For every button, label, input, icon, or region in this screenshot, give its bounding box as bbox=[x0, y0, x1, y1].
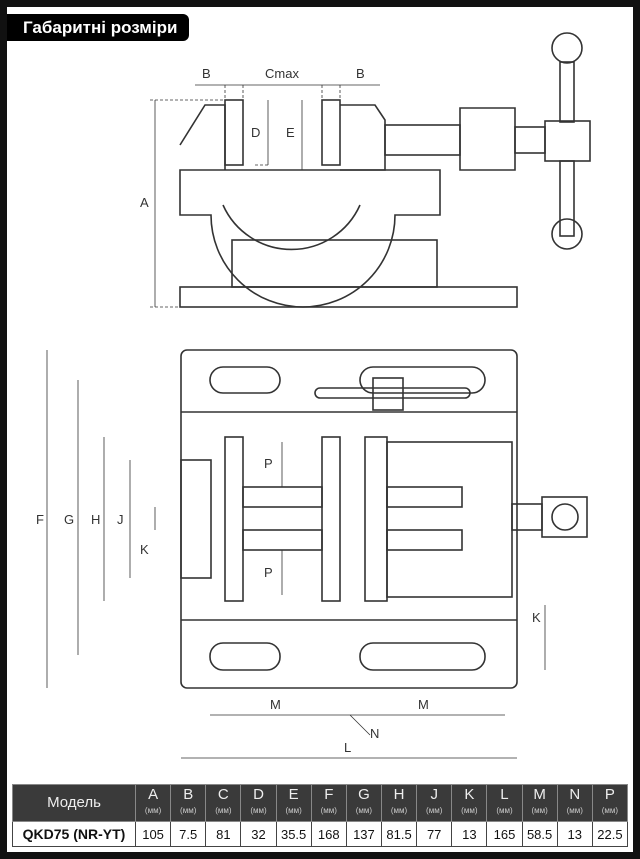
value-cell-j: 77 bbox=[416, 821, 453, 847]
column-header-l: L (мм) bbox=[486, 784, 523, 822]
value-cell-a: 105 bbox=[134, 821, 172, 847]
value-cell-c: 81 bbox=[205, 821, 242, 847]
column-letter: N bbox=[569, 786, 581, 803]
column-header-h: H (мм) bbox=[380, 784, 418, 822]
column-header-f: F (мм) bbox=[310, 784, 347, 822]
value-cell-k: 13 bbox=[451, 821, 488, 847]
unit-label: (мм) bbox=[531, 806, 548, 815]
value-cell-l: 165 bbox=[486, 821, 523, 847]
value-cell-p: 22.5 bbox=[591, 821, 629, 847]
unit-label: (мм) bbox=[461, 806, 478, 815]
column-header-d: D (мм) bbox=[240, 784, 277, 822]
model-cell: QKD75 (NR-YT) bbox=[12, 821, 136, 847]
plan-view bbox=[46, 349, 588, 759]
unit-label: (мм) bbox=[426, 806, 443, 815]
unit-label: (мм) bbox=[215, 806, 232, 815]
model-header: Модель bbox=[12, 784, 136, 822]
value-cell-b: 7.5 bbox=[170, 821, 207, 847]
side-view bbox=[150, 32, 591, 308]
value-cell-n: 13 bbox=[556, 821, 593, 847]
column-header-k: K (мм) bbox=[451, 784, 488, 822]
unit-label: (мм) bbox=[320, 806, 337, 815]
value-cell-m: 58.5 bbox=[521, 821, 558, 847]
value-cell-d: 32 bbox=[240, 821, 277, 847]
column-letter: L bbox=[500, 786, 509, 803]
label-p-bottom: P bbox=[264, 565, 273, 580]
label-e: E bbox=[286, 125, 295, 140]
column-header-n: N (мм) bbox=[556, 784, 593, 822]
label-b-left: B bbox=[202, 66, 211, 81]
label-l: L bbox=[344, 740, 351, 755]
value-cell-g: 137 bbox=[345, 821, 382, 847]
value-cell-f: 168 bbox=[310, 821, 347, 847]
label-a: A bbox=[140, 195, 149, 210]
column-letter: D bbox=[253, 786, 264, 803]
column-letter: B bbox=[183, 786, 194, 803]
unit-label: (мм) bbox=[355, 806, 373, 815]
column-header-g: G (мм) bbox=[345, 784, 382, 822]
specs-table: Модель A (мм) B (мм) C (мм) D (мм) E (мм) F (мм) G (м… bbox=[12, 784, 629, 847]
unit-label: (мм) bbox=[496, 806, 513, 815]
unit-label: (мм) bbox=[601, 806, 619, 815]
column-letter: G bbox=[358, 786, 370, 803]
column-letter: P bbox=[604, 786, 615, 803]
label-g: G bbox=[64, 512, 74, 527]
label-n: N bbox=[370, 726, 379, 741]
column-header-e: E (мм) bbox=[275, 784, 312, 822]
label-c-max: Cmax bbox=[265, 66, 299, 81]
unit-label: (мм) bbox=[285, 806, 302, 815]
label-m-right: M bbox=[418, 697, 429, 712]
label-k-left: K bbox=[140, 542, 149, 557]
column-letter: M bbox=[533, 786, 546, 803]
column-header-j: J (мм) bbox=[416, 784, 453, 822]
unit-label: (мм) bbox=[144, 806, 162, 815]
column-header-b: B (мм) bbox=[170, 784, 207, 822]
column-header-p: P (мм) bbox=[591, 784, 629, 822]
column-letter: F bbox=[324, 786, 334, 803]
column-letter: H bbox=[393, 786, 405, 803]
page-background bbox=[7, 7, 633, 852]
label-f: F bbox=[36, 512, 44, 527]
label-m-left: M bbox=[270, 697, 281, 712]
label-j: J bbox=[117, 512, 124, 527]
label-k-right: K bbox=[532, 610, 541, 625]
value-cell-e: 35.5 bbox=[275, 821, 312, 847]
column-letter: J bbox=[430, 786, 438, 803]
column-header-a: A (мм) bbox=[134, 784, 172, 822]
column-letter: E bbox=[288, 786, 299, 803]
page-title: Габаритні розміри bbox=[7, 14, 190, 41]
label-p-top: P bbox=[264, 456, 273, 471]
unit-label: (мм) bbox=[250, 806, 267, 815]
column-header-c: C (мм) bbox=[205, 784, 242, 822]
label-d: D bbox=[251, 125, 260, 140]
column-letter: C bbox=[217, 786, 229, 803]
label-b-right: B bbox=[356, 66, 365, 81]
column-letter: K bbox=[464, 786, 475, 803]
unit-label: (мм) bbox=[390, 806, 408, 815]
table-header-row: Модель A (мм) B (мм) C (мм) D (мм) E (мм) F (мм) G (м… bbox=[12, 784, 629, 822]
label-h: H bbox=[91, 512, 100, 527]
unit-label: (мм) bbox=[566, 806, 583, 815]
unit-label: (мм) bbox=[180, 806, 197, 815]
value-cell-h: 81.5 bbox=[380, 821, 418, 847]
column-letter: A bbox=[148, 786, 159, 803]
column-header-m: M (мм) bbox=[521, 784, 558, 822]
